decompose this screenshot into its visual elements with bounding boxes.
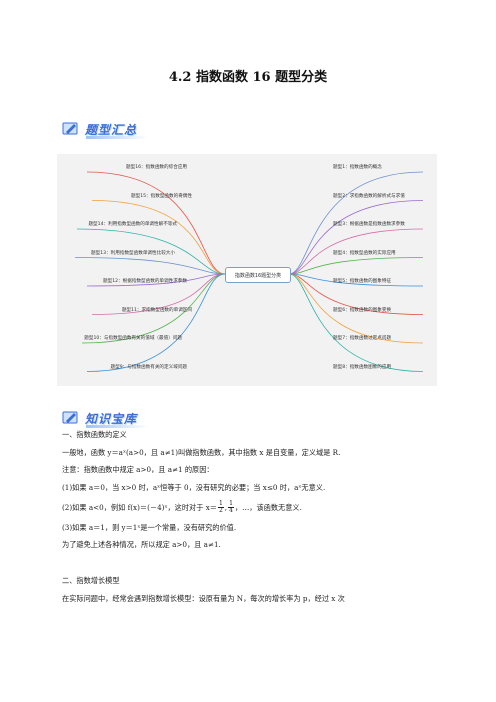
paragraph: 一般地，函数 y＝aˣ(a>0，且 a≠1)叫做指数函数，其中指数 x 是自变量…: [62, 448, 341, 457]
mindmap-branch: [288, 273, 424, 344]
heading-growth-model: 二、指数增长模型: [62, 576, 120, 585]
banner-underline: [86, 425, 148, 428]
paragraph: 为了避免上述各种情况，所以规定 a>0，且 a≠1.: [62, 540, 221, 549]
mindmap-branch: [288, 273, 424, 372]
mindmap-branch: [91, 200, 226, 275]
fraction-denominator: 2: [218, 506, 223, 514]
mindmap-branch: [288, 171, 424, 275]
mindmap-item-right: 题型4：指数型函数的实际应用: [333, 250, 396, 256]
mindmap-item-left: 题型13：利用指数型函数单调性比较大小: [91, 250, 175, 256]
mindmap-branch: [74, 257, 226, 275]
mindmap-item-right: 题型8：指数函数图象的应用: [333, 364, 392, 370]
mindmap-center: 指数函数16题型分类: [225, 267, 291, 283]
paragraph-with-fractions: (2)如果 a<0，例如 f(x)＝(－4)ˣ，这时对于 x＝ 1 2 , 1 …: [62, 499, 302, 514]
mindmap-item-right: 题型1：指数函数的概念: [333, 165, 382, 170]
mindmap-branch: [86, 273, 226, 372]
mindmap-item-right: 题型7：指数函数过定点问题: [333, 336, 392, 341]
mindmap-item-left: 题型9：与指数函数有关的定义域问题: [110, 364, 187, 370]
mindmap-item-right: 题型3：根据函数是指数函数求参数: [333, 222, 405, 227]
mindmap-item-left: 题型16：指数函数的综合应用: [126, 165, 187, 170]
mindmap-item-right: 题型6：指数函数的图象变换: [333, 307, 392, 313]
mindmap-item-right: 题型5：指数函数的图象特征: [333, 279, 392, 284]
mindmap-item-left: 题型10：与指数型函数有关的值域（最值）问题: [84, 336, 182, 341]
mindmap-item-left: 题型11：求指数型函数的单调区间: [121, 307, 192, 313]
mindmap-branch: [91, 273, 226, 315]
banner-underline: [86, 136, 148, 139]
paragraph: 在实际问题中，经常会遇到指数增长模型：设原有量为 N，每次的增长率为 p，经过 …: [62, 594, 345, 603]
mindmap-branch: [76, 228, 226, 275]
page-title: 4.2 指数函数 16 题型分类: [168, 70, 328, 85]
knowledge-content: 一、指数函数的定义 一般地，函数 y＝aˣ(a>0，且 a≠1)叫做指数函数，其…: [62, 430, 442, 700]
mindmap-branch: [81, 273, 226, 344]
text: ，…，该函数无意义.: [234, 502, 302, 512]
mindmap: 指数函数16题型分类 题型16：指数函数的综合应用题型15：指数型函数的奇偶性题…: [57, 154, 437, 386]
summary-banner: 题型汇总: [62, 118, 148, 140]
text: (2)如果 a<0，例如 f(x)＝(－4)ˣ，这时对于 x＝: [62, 502, 217, 512]
fraction-numerator: 1: [217, 499, 224, 508]
heading-definition: 一、指数函数的定义: [62, 430, 127, 439]
mindmap-branch: [288, 257, 424, 275]
mindmap-branch: [288, 273, 424, 315]
summary-label: 题型汇总: [85, 122, 138, 137]
fraction-numerator: 1: [228, 499, 234, 508]
paragraph: (1)如果 a＝0，当 x>0 时，aˣ恒等于 0，没有研究的必要；当 x≤0 …: [62, 483, 326, 492]
mindmap-item-left: 题型14：利用指数型函数的单调性解不等式: [88, 222, 177, 227]
fraction: 1 2: [217, 499, 224, 514]
book-icon: [62, 409, 80, 427]
knowledge-label: 知识宝库: [85, 411, 138, 426]
mindmap-branch: [288, 273, 424, 287]
mindmap-branch: [86, 171, 226, 275]
mindmap-item-left: 题型12：根据指数型函数的单调性求参数: [103, 279, 187, 284]
fraction: 1 4: [228, 499, 234, 514]
mindmap-item-left: 题型15：指数型函数的奇偶性: [131, 193, 192, 199]
paragraph: 注意：指数函数中规定 a>0，且 a≠1 的原因：: [62, 465, 214, 474]
mindmap-branch: [288, 228, 424, 275]
pencil-icon: [62, 120, 80, 138]
mindmap-branch: [288, 200, 424, 275]
mindmap-branch: [86, 273, 226, 287]
fraction-denominator: 4: [229, 506, 233, 514]
mindmap-branches: [74, 171, 424, 372]
paragraph: (3)如果 a＝1，则 y＝1ˣ是一个常量，没有研究的价值.: [62, 523, 237, 532]
mindmap-item-right: 题型2：求指数函数的解析式与求值: [333, 193, 405, 199]
knowledge-banner: 知识宝库: [62, 407, 148, 429]
